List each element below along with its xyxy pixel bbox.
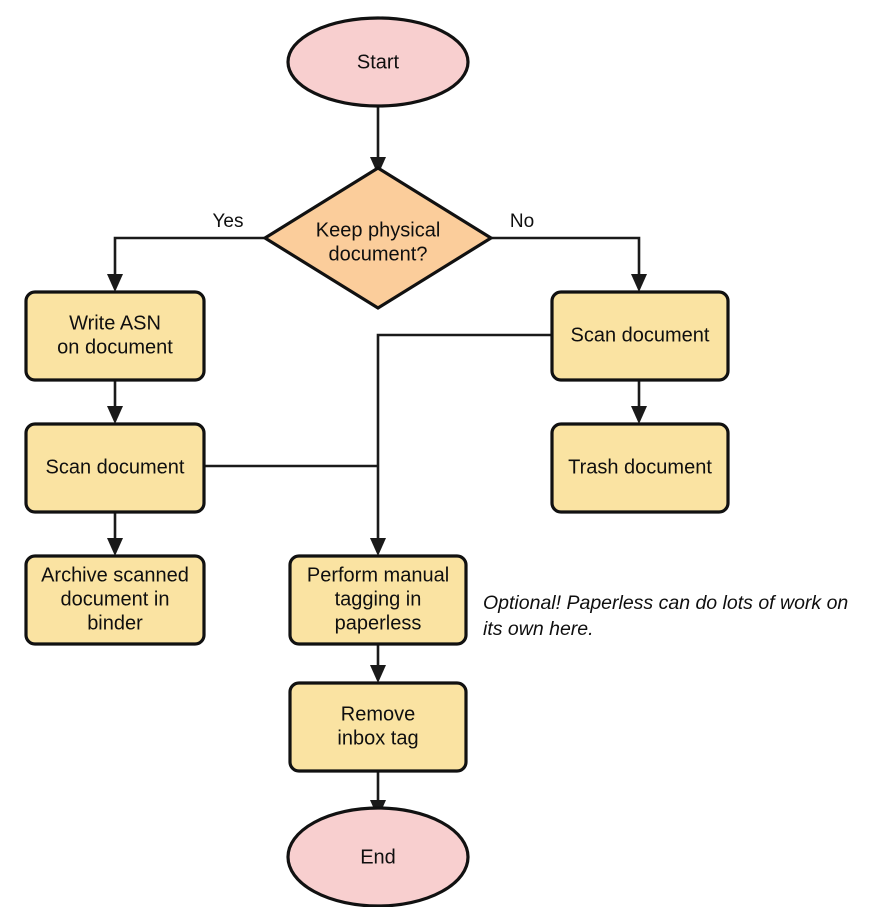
node-write-asn-label-line1: Write ASN [69,312,161,334]
node-decision-label-line2: document? [329,243,428,265]
node-manual-tagging-label-line3: paperless [335,612,422,634]
edge-label-yes: Yes [213,211,244,232]
node-end[interactable]: End [286,806,470,907]
edge-scan-right-to-trash [631,379,647,424]
edge-manual-tagging-to-remove-inbox [370,643,386,683]
edge-label-no: No [510,211,534,232]
node-perform-manual-tagging[interactable]: Perform manual tagging in paperless [288,554,468,646]
edge-decision-no-to-scan-right [491,236,647,292]
node-decision-label-line1: Keep physical [316,219,441,241]
node-decision-keep-physical-document[interactable]: Keep physical document? [261,166,495,310]
node-archive-scanned-document[interactable]: Archive scanned document in binder [24,554,206,646]
node-manual-tagging-label-line1: Perform manual [307,564,449,586]
node-write-asn-label-line2: on document [57,336,173,358]
node-remove-inbox-label-line1: Remove [341,703,415,725]
edge-start-to-decision [370,104,386,175]
node-scan-document-left[interactable]: Scan document [24,422,206,514]
node-write-asn-on-document[interactable]: Write ASN on document [24,290,206,382]
node-archive-label-line1: Archive scanned [41,564,189,586]
edge-decision-yes-to-write-asn [107,236,265,292]
node-scan-document-right[interactable]: Scan document [550,290,730,382]
node-remove-inbox-label-line2: inbox tag [337,727,418,749]
node-start[interactable]: Start [286,16,470,108]
node-trash-document-label: Trash document [568,456,712,478]
annotation-optional-paperless: Optional! Paperless can do lots of work … [483,592,848,640]
annotation-line2: its own here. [483,618,594,640]
edge-scan-left-to-archive [107,511,123,556]
annotation-line1: Optional! Paperless can do lots of work … [483,592,848,614]
node-end-label: End [360,846,396,868]
node-scan-document-left-label: Scan document [46,456,185,478]
node-start-label: Start [357,51,400,73]
node-scan-document-right-label: Scan document [571,324,710,346]
edge-write-asn-to-scan-left [107,379,123,424]
edge-scan-right-to-manual-tagging [370,333,552,556]
node-archive-label-line3: binder [87,612,143,634]
node-manual-tagging-label-line2: tagging in [335,588,422,610]
node-archive-label-line2: document in [61,588,170,610]
node-trash-document[interactable]: Trash document [550,422,730,514]
node-remove-inbox-tag[interactable]: Remove inbox tag [288,681,468,773]
